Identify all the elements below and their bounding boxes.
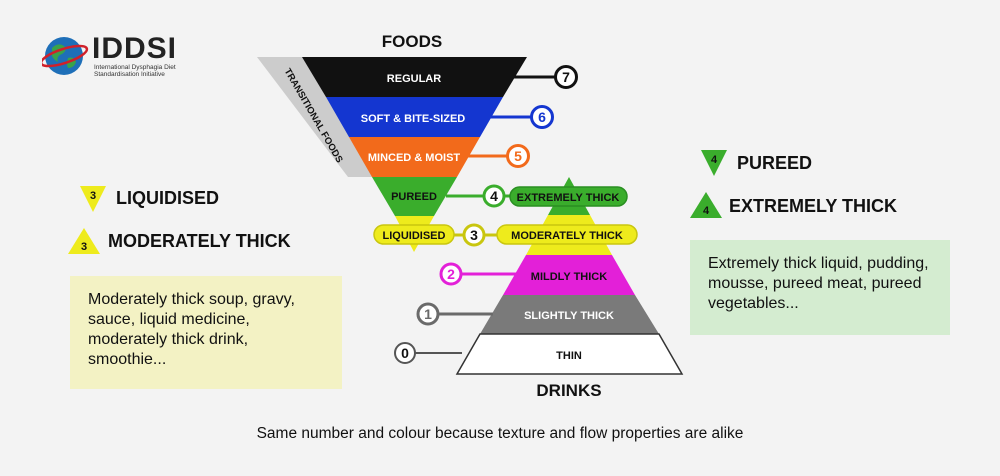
svg-text:3: 3 bbox=[90, 190, 96, 202]
drinks-number-2: 2 bbox=[447, 266, 455, 282]
liquidised-moderately-thick-description: Moderately thick soup, gravy, sauce, liq… bbox=[70, 276, 342, 389]
right-legend-pureed-label: PUREED bbox=[737, 153, 812, 173]
foods-level-regular-band bbox=[302, 57, 527, 97]
shared-number-4: 4 bbox=[490, 188, 498, 204]
drinks-marker-1: 1 bbox=[416, 302, 493, 326]
drinks-marker-0: 0 bbox=[394, 342, 462, 364]
drinks-level-thin-band bbox=[455, 333, 684, 375]
foods-number-7: 7 bbox=[562, 69, 570, 85]
yellow-up-triangle-icon bbox=[68, 228, 100, 254]
right-legend-extremely-thick: 4 EXTREMELY THICK bbox=[690, 192, 897, 218]
foods-marker-5: 5 bbox=[466, 144, 530, 168]
drinks-label-slightly-thick: SLIGHTLY THICK bbox=[524, 310, 614, 322]
drinks-marker-2: 2 bbox=[439, 262, 516, 286]
svg-text:3: 3 bbox=[81, 241, 87, 253]
foods-number-6: 6 bbox=[538, 109, 546, 125]
shared-number-3: 3 bbox=[470, 227, 478, 243]
level-4-connector: 4 EXTREMELY THICK bbox=[446, 184, 628, 208]
foods-label-liquidised: LIQUIDISED bbox=[383, 230, 446, 242]
foods-number-5: 5 bbox=[514, 148, 522, 164]
foods-level-soft-bite-sized-band bbox=[326, 97, 503, 137]
foods-pyramid: REGULAR SOFT & BITE-SIZED MINCED & MOIST… bbox=[302, 57, 527, 252]
drinks-number-0: 0 bbox=[401, 345, 409, 361]
svg-text:4: 4 bbox=[703, 205, 710, 217]
foods-level-minced-moist-band bbox=[349, 137, 480, 177]
level-3-connector: LIQUIDISED 3 MODERATELY THICK bbox=[373, 223, 638, 247]
globe-icon bbox=[42, 37, 89, 75]
drinks-level-slightly-thick-band bbox=[480, 295, 659, 334]
foods-label-pureed: PUREED bbox=[391, 191, 437, 203]
left-legend-moderately-thick-label: MODERATELY THICK bbox=[108, 231, 291, 251]
drinks-level-mildly-thick-band bbox=[503, 255, 635, 295]
foods-marker-7: 7 bbox=[512, 65, 578, 89]
foods-label-regular: REGULAR bbox=[387, 73, 441, 85]
svg-text:4: 4 bbox=[711, 154, 718, 166]
drinks-label-mildly-thick: MILDLY THICK bbox=[531, 271, 607, 283]
iddsi-logo: IDDSI International Dysphagia Diet Stand… bbox=[42, 30, 212, 80]
left-legend-liquidised: 3 LIQUIDISED bbox=[80, 186, 219, 212]
foods-heading: FOODS bbox=[382, 32, 442, 51]
drinks-label-thin: THIN bbox=[556, 350, 582, 362]
right-legend-extremely-thick-label: EXTREMELY THICK bbox=[729, 196, 897, 216]
diagram-caption: Same number and colour because texture a… bbox=[256, 425, 744, 442]
drinks-label-extremely-thick: EXTREMELY THICK bbox=[517, 192, 620, 204]
drinks-number-1: 1 bbox=[424, 306, 432, 322]
foods-label-minced-moist: MINCED & MOIST bbox=[368, 152, 461, 164]
foods-marker-6: 6 bbox=[490, 105, 554, 129]
left-legend-liquidised-label: LIQUIDISED bbox=[116, 188, 219, 208]
right-legend-pureed: 4 PUREED bbox=[701, 150, 812, 176]
logo-subtitle: International Dysphagia Diet Standardisa… bbox=[94, 64, 204, 78]
green-up-triangle-icon bbox=[690, 192, 722, 218]
logo-wordmark: IDDSI bbox=[92, 32, 178, 65]
drinks-label-moderately-thick: MODERATELY THICK bbox=[511, 230, 623, 242]
foods-level-pureed-band bbox=[372, 177, 457, 216]
yellow-down-triangle-icon bbox=[80, 186, 106, 212]
foods-label-soft-bite-sized: SOFT & BITE-SIZED bbox=[361, 113, 466, 125]
logo-subtitle-line1: International Dysphagia Diet bbox=[94, 64, 176, 71]
green-down-triangle-icon bbox=[701, 150, 727, 176]
left-legend-moderately-thick: 3 MODERATELY THICK bbox=[68, 228, 291, 254]
drinks-heading: DRINKS bbox=[536, 381, 601, 400]
pureed-extremely-thick-description: Extremely thick liquid, pudding, mousse,… bbox=[690, 240, 950, 335]
logo-subtitle-line2: Standardisation Initiative bbox=[94, 71, 165, 78]
